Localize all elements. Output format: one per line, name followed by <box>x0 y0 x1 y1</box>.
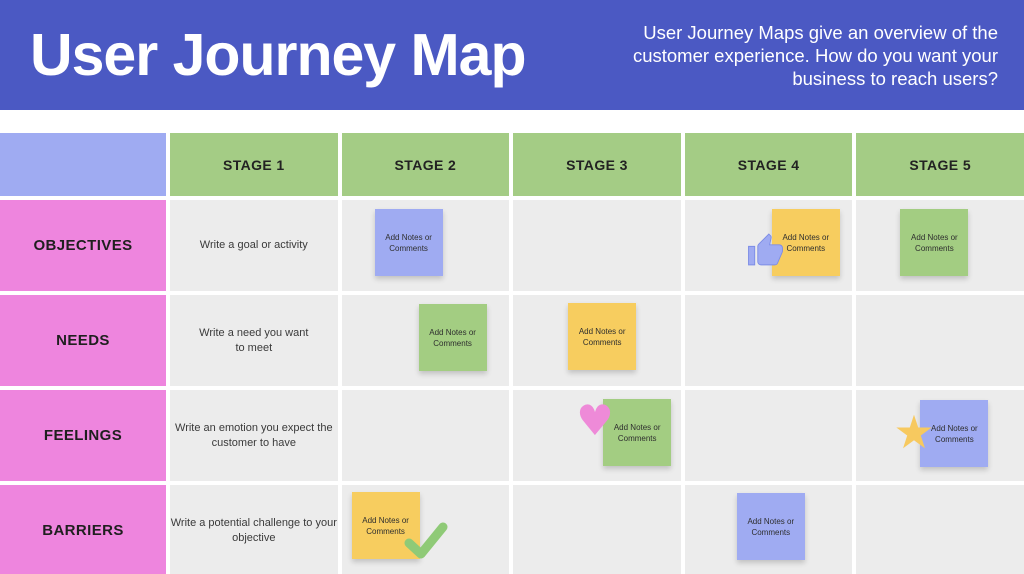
cell-objectives-stage2: Add Notes or Comments <box>341 200 510 291</box>
journey-map-grid: STAGE 1 STAGE 2 STAGE 3 STAGE 4 STAGE 5 … <box>0 133 1024 574</box>
heart-icon[interactable]: ♥ <box>576 396 614 445</box>
sticky-note[interactable]: Add Notes or Comments <box>771 209 840 276</box>
stage-2-header: STAGE 2 <box>341 133 510 196</box>
cell-feelings-stage4 <box>684 390 853 481</box>
cell-feelings-stage3: Add Notes or Comments ♥ <box>513 390 681 481</box>
cell-feelings-stage5: Add Notes or Comments ★ <box>856 390 1024 481</box>
cell-needs-stage4 <box>684 295 853 386</box>
cell-objectives-stage4: Add Notes or Comments <box>684 200 853 291</box>
banner-description: User Journey Maps give an overview of th… <box>632 21 998 89</box>
cell-objectives-stage3 <box>513 200 681 291</box>
checkmark-icon[interactable] <box>404 521 448 564</box>
sticky-note[interactable]: Add Notes or Comments <box>568 303 637 370</box>
stage-5-header: STAGE 5 <box>856 133 1024 196</box>
feelings-hint: Write an emotion you expect the customer… <box>175 421 333 449</box>
row-label-objectives: OBJECTIVES <box>0 200 166 291</box>
cell-needs-stage3: Add Notes or Comments <box>513 295 681 386</box>
cell-needs-stage2: Add Notes or Comments <box>341 295 510 386</box>
sticky-note[interactable]: Add Notes or Comments <box>603 399 672 466</box>
banner: User Journey Map User Journey Maps give … <box>0 0 1024 110</box>
star-icon[interactable]: ★ <box>893 405 935 459</box>
cell-barriers-stage3 <box>513 485 681 574</box>
sticky-note[interactable]: Add Notes or Comments <box>920 400 989 467</box>
needs-hint: Write a need you want to meet <box>199 326 309 354</box>
page-title: User Journey Map <box>30 22 526 88</box>
barriers-hint: Write a potential challenge to your obje… <box>170 516 337 544</box>
sticky-note[interactable]: Add Notes or Comments <box>418 304 487 371</box>
cell-barriers-stage5 <box>856 485 1024 574</box>
row-label-feelings: FEELINGS <box>0 390 166 481</box>
sticky-note[interactable]: Add Notes or Comments <box>900 209 969 276</box>
row-label-needs: NEEDS <box>0 295 166 386</box>
cell-needs-stage1: Write a need you want to meet <box>170 295 338 386</box>
stage-4-header: STAGE 4 <box>684 133 853 196</box>
cell-objectives-stage5: Add Notes or Comments <box>856 200 1024 291</box>
row-label-barriers: BARRIERS <box>0 485 166 574</box>
cell-needs-stage5 <box>856 295 1024 386</box>
cell-barriers-stage4: Add Notes or Comments <box>684 485 853 574</box>
cell-barriers-stage2: Add Notes or Comments <box>341 485 510 574</box>
cell-feelings-stage1: Write an emotion you expect the customer… <box>170 390 338 481</box>
cell-barriers-stage1: Write a potential challenge to your obje… <box>170 485 338 574</box>
thumbs-up-icon[interactable] <box>747 232 784 275</box>
cell-objectives-stage1: Write a goal or activity <box>170 200 338 291</box>
sticky-note[interactable]: Add Notes or Comments <box>374 209 443 276</box>
cell-feelings-stage2 <box>341 390 510 481</box>
sticky-note[interactable]: Add Notes or Comments <box>736 493 805 560</box>
objectives-hint: Write a goal or activity <box>199 239 308 251</box>
corner-cell <box>0 133 166 196</box>
stage-3-header: STAGE 3 <box>513 133 681 196</box>
stage-1-header: STAGE 1 <box>170 133 338 196</box>
